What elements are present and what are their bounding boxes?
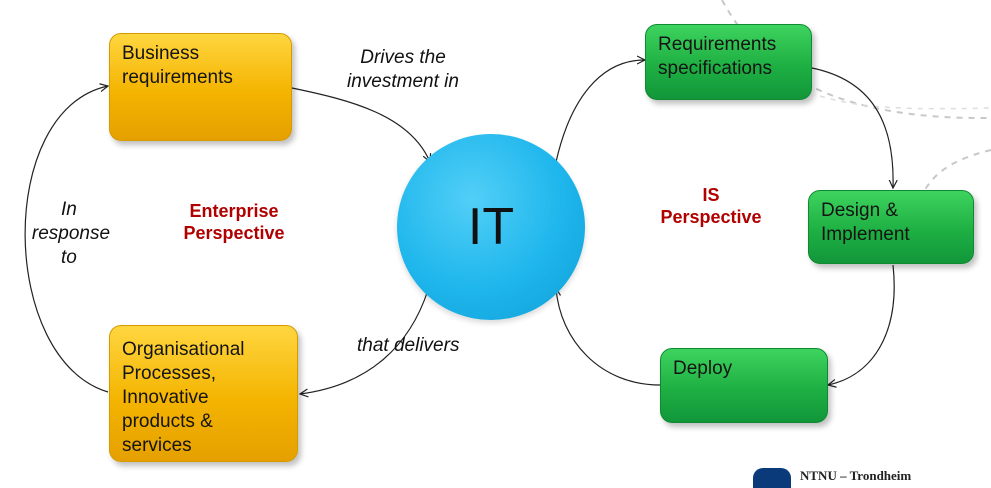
box-text-line: Processes, [122,363,216,384]
decorative-dashed-arc [919,149,991,201]
arrow-deploy-to-it [556,288,661,386]
box-text-line: Business [122,43,200,64]
box-text-line: specifications [658,58,773,79]
it-label: IT [467,198,515,256]
box-text-line: services [122,435,192,456]
arrow-organisational-to-business [24,86,108,393]
edge-label-line: to [61,247,77,268]
perspective-line: Perspective [183,223,285,243]
box-text-line: Design & [821,200,899,221]
design-implement-box: Design & Implement [808,190,974,264]
business-requirements-box: Business requirements [109,33,292,141]
box-text-line: Implement [821,224,910,245]
it-circle: IT [397,134,585,320]
perspective-line: Perspective [660,207,762,227]
box-text-line: requirements [122,67,233,88]
organisational-processes-box: Organisational Processes, Innovative pro… [109,325,298,462]
footer-institution-text: NTNU – Trondheim [800,468,912,483]
arrow-it-to-requirements [555,60,645,163]
edge-label-line: that delivers [357,335,460,356]
edge-label-line: investment in [347,71,459,92]
is-perspective-label: IS Perspective [645,184,777,228]
box-text-line: products & [122,411,213,432]
box-text-line: Deploy [673,358,733,379]
that-delivers-label: that delivers [357,334,459,358]
requirements-specifications-box: Requirements specifications [645,24,812,100]
box-text-line: Innovative [122,387,209,408]
in-response-to-label: In response to [25,198,117,270]
edge-label-line: response [31,223,111,244]
box-text-line: Requirements [658,34,777,55]
arrow-design-to-deploy [828,264,895,385]
ntnu-logo-icon [753,468,791,488]
drives-investment-label: Drives the investment in [338,46,468,94]
edge-label-line: Drives the [360,47,446,68]
arrow-it-to-organisational [300,289,429,394]
edge-label-line: In [61,199,77,220]
perspective-line: Enterprise [189,201,279,221]
arrow-business-to-it [291,87,430,162]
decorative-dashed-arc [819,95,991,110]
perspective-line: IS [702,185,720,205]
enterprise-perspective-label: Enterprise Perspective [170,200,298,244]
arrow-requirements-to-design [811,67,893,188]
box-text-line: Organisational [122,339,245,360]
deploy-box: Deploy [660,348,828,423]
